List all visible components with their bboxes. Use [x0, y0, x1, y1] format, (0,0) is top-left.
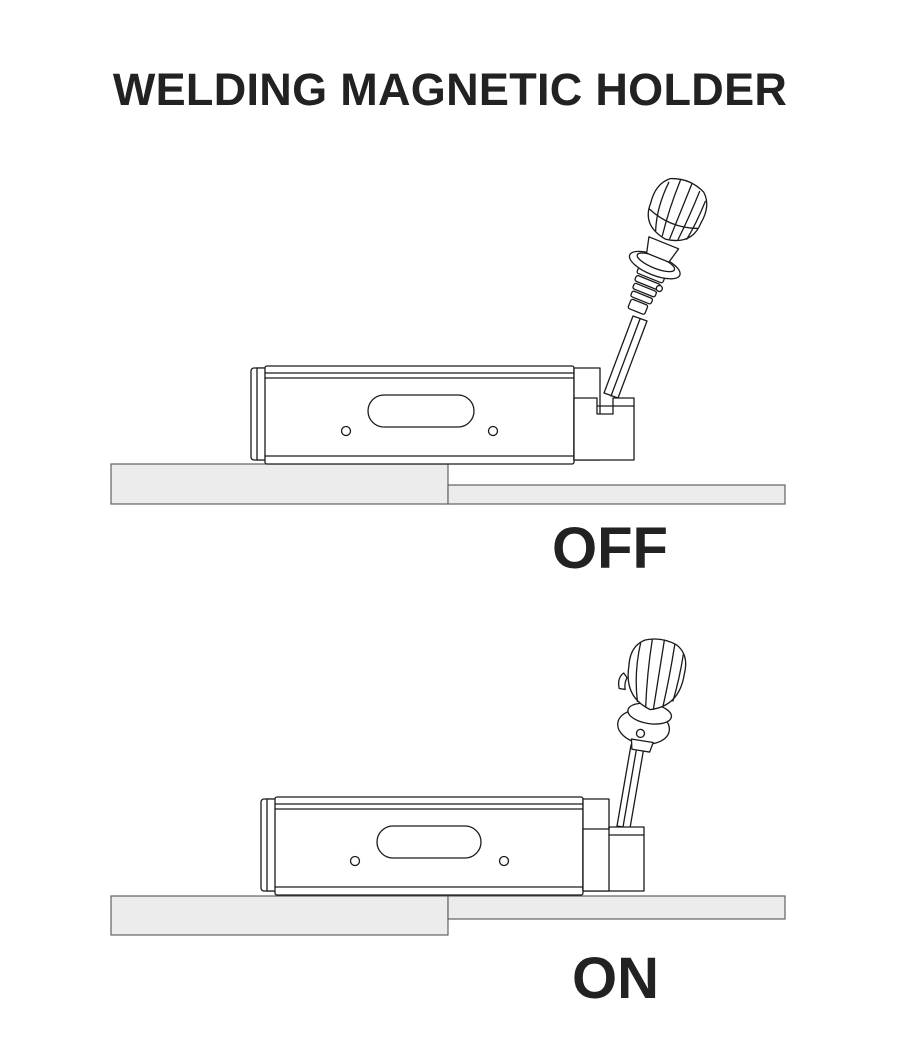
- state-label-on: ON: [572, 946, 659, 1011]
- right-workpiece-plate-on: [447, 895, 786, 920]
- magnet-slot-on: [376, 825, 482, 859]
- holder-on: [110, 638, 786, 936]
- magnet-body-off: [250, 365, 635, 465]
- left-workpiece-plate-on: [110, 895, 449, 936]
- mount-hole-right-on: [498, 855, 510, 867]
- right-workpiece-plate-off: [447, 484, 786, 505]
- switch-handle-off: [603, 315, 648, 399]
- mount-hole-left-off: [340, 425, 352, 437]
- page-title: WELDING MAGNETIC HOLDER: [112, 64, 788, 115]
- knob-on: [617, 638, 687, 753]
- state-label-off: OFF: [552, 516, 668, 581]
- mount-hole-left-on: [349, 855, 361, 867]
- magnet-body-on: [260, 796, 645, 896]
- switch-handle-on: [616, 744, 645, 829]
- knob-off: [627, 177, 708, 315]
- magnet-slot-off: [367, 394, 475, 428]
- left-workpiece-plate-off: [110, 463, 449, 505]
- mount-hole-right-off: [487, 425, 499, 437]
- holder-off: [110, 177, 786, 505]
